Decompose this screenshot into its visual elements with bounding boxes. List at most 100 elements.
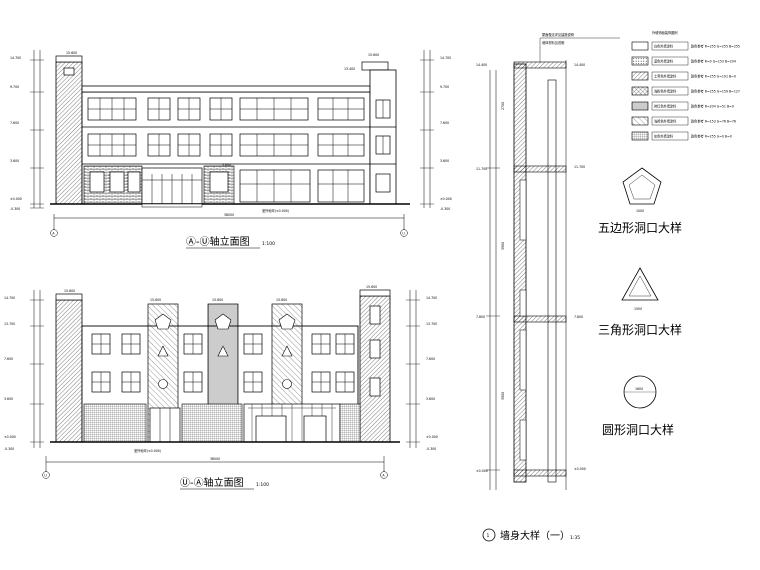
legend-name: 浅褐色外墙涂料 [654, 119, 677, 124]
section-inner-line [547, 79, 557, 483]
legend-swatch [631, 56, 649, 66]
elevation-top-levels-left: 14.700 9.700 7.600 3.600 ±0.000 -0.300 [10, 56, 22, 211]
legend-title: 外墙饰面装饰图例 [652, 30, 678, 35]
section-level: ±0.000 [476, 469, 488, 473]
triangle-opening [281, 345, 293, 357]
window-grid-middle [91, 371, 355, 393]
section-title: 墙身大样（一） [500, 529, 570, 542]
level-label: 14.700 [426, 296, 437, 300]
elevation-title: Ⓤ-Ⓐ轴立面图 [180, 476, 244, 489]
legend-swatch [631, 101, 649, 111]
roof-label: 13.400 [344, 67, 355, 71]
triangle-detail: 1500 三角形洞口大样 [598, 267, 682, 337]
legend-row: 白色外墙涂料 颜色参考 R=255 G=255 B=255 [631, 41, 740, 51]
total-width-label: 38000 [224, 213, 234, 217]
axis-bubble [42, 471, 50, 479]
section-level: 7.800 [574, 315, 583, 319]
elevation-top-dim-left [30, 50, 44, 209]
section-dim: 3900 [501, 242, 505, 250]
elevation-bottom-dim-right [406, 290, 420, 448]
legend-row: 浅粉色外墙涂料 颜色参考 R=255 G=159 B=127 [631, 86, 740, 96]
elevation-scale: 1:100 [256, 482, 269, 488]
ground-floor-facing-left [83, 403, 147, 443]
axis-bubble [380, 471, 388, 479]
detail-dim: 1500 [634, 307, 642, 311]
legend-name: 白色外墙涂料 [654, 44, 674, 49]
legend-name: 砖红色外墙涂料 [654, 104, 677, 109]
roof-label: 15.600 [368, 53, 379, 57]
detail-number: 1 [487, 533, 490, 539]
level-label: 9.700 [440, 85, 449, 89]
section-level: 14.400 [574, 63, 585, 67]
elevation-bottom: 14.700 13.700 7.600 3.600 ±0.000 -0.300 … [4, 285, 438, 490]
level-label: 3.600 [4, 397, 13, 401]
roof-label: 15.600 [66, 51, 77, 55]
legend-color: 颜色参考 R=204 G=51 B=0 [691, 104, 734, 109]
pentagon-opening [214, 313, 232, 330]
total-width-label: 38000 [210, 457, 220, 461]
section-note: 墙体材料见说明 [542, 40, 564, 45]
elevation-top-dim-right [420, 50, 434, 208]
level-label: 3.600 [222, 163, 231, 167]
legend-name: 蓝色外墙涂料 [654, 59, 674, 64]
legend-swatch [631, 71, 649, 81]
level-label: -0.300 [4, 447, 14, 451]
level-label: ±0.000 [10, 197, 22, 201]
circle-opening [158, 379, 168, 389]
detail-title: 圆形洞口大样 [602, 422, 674, 437]
window-grid-upper [91, 333, 355, 355]
level-label: 7.600 [10, 121, 19, 125]
level-label: 14.700 [440, 56, 451, 60]
level-label: -0.300 [440, 207, 450, 211]
section-scale: 1:35 [570, 535, 580, 541]
ground-note: 室外地坪(±0.000) [262, 208, 289, 213]
axis-label: A [382, 474, 385, 478]
elevation-bottom-levels-left: 14.700 13.700 7.600 3.600 ±0.000 -0.300 [4, 296, 16, 451]
elevation-title: Ⓐ-Ⓤ轴立面图 [186, 235, 250, 248]
elevation-top-levels-right: 14.700 9.700 7.600 3.600 ±0.000 -0.300 [440, 56, 452, 211]
circle-opening [282, 379, 292, 389]
level-label: 3.600 [10, 159, 19, 163]
legend-color: 颜色参考 R=255 G=255 B=255 [691, 44, 740, 49]
level-label: 7.600 [4, 357, 13, 361]
roof-label: 15.600 [276, 298, 287, 302]
circle-detail: 1600 圆形洞口大样 [602, 375, 674, 437]
legend-swatch [631, 131, 649, 141]
ground-note: 室外地坪(±0.000) [134, 448, 161, 453]
section-level: 7.800 [476, 315, 485, 319]
legend-row: 砖红色外墙涂料 颜色参考 R=204 G=51 B=0 [631, 101, 734, 111]
detail-title: 三角形洞口大样 [598, 322, 682, 337]
window-grid-middle [87, 133, 391, 157]
section-level: 11.700 [574, 165, 585, 169]
legend-color: 颜色参考 R=255 G=159 B=127 [691, 89, 740, 94]
level-label: 13.700 [4, 322, 15, 326]
detail-title: 五边形洞口大样 [598, 220, 682, 235]
pentagon-opening [154, 313, 172, 330]
window-grid-upper [87, 97, 391, 121]
legend-row: 土黄色外墙涂料颜色参考 R=255 G=191 B=0 [631, 71, 736, 81]
legend-name: 浅粉色外墙涂料 [654, 89, 677, 94]
level-label: 3.600 [426, 397, 435, 401]
stair-tower-left [55, 299, 83, 443]
legend-color: 颜色参考 R=0 G=153 B=204 [691, 59, 736, 64]
legend-name: 灰色外墙涂料 [654, 134, 674, 139]
level-label: ±0.000 [440, 197, 452, 201]
legend-row: 蓝色外墙涂料 颜色参考 R=0 G=153 B=204 [631, 56, 736, 66]
detail-dim: 1000 [636, 209, 644, 213]
level-label: 9.700 [10, 85, 19, 89]
section-dim: 2700 [501, 102, 505, 110]
pentagon-detail: 1000 五边形洞口大样 [598, 167, 682, 235]
legend-color: 颜色参考 R=255 G=191 B=0 [691, 74, 736, 79]
axis-bubble [50, 229, 58, 237]
level-label: 13.700 [426, 322, 437, 326]
roof-label: 15.600 [212, 298, 223, 302]
level-label: -0.300 [10, 207, 20, 211]
section-wall [513, 63, 527, 483]
level-label: 7.600 [426, 357, 435, 361]
axis-bubble [400, 229, 408, 237]
legend-row: 灰色外墙涂料颜色参考 R=255 G=0 B=0 [631, 131, 732, 141]
level-label: ±0.000 [426, 435, 438, 439]
section-level: 14.400 [476, 63, 487, 67]
elevation-top: 14.700 9.700 7.600 3.600 ±0.000 -0.300 1… [10, 50, 452, 249]
